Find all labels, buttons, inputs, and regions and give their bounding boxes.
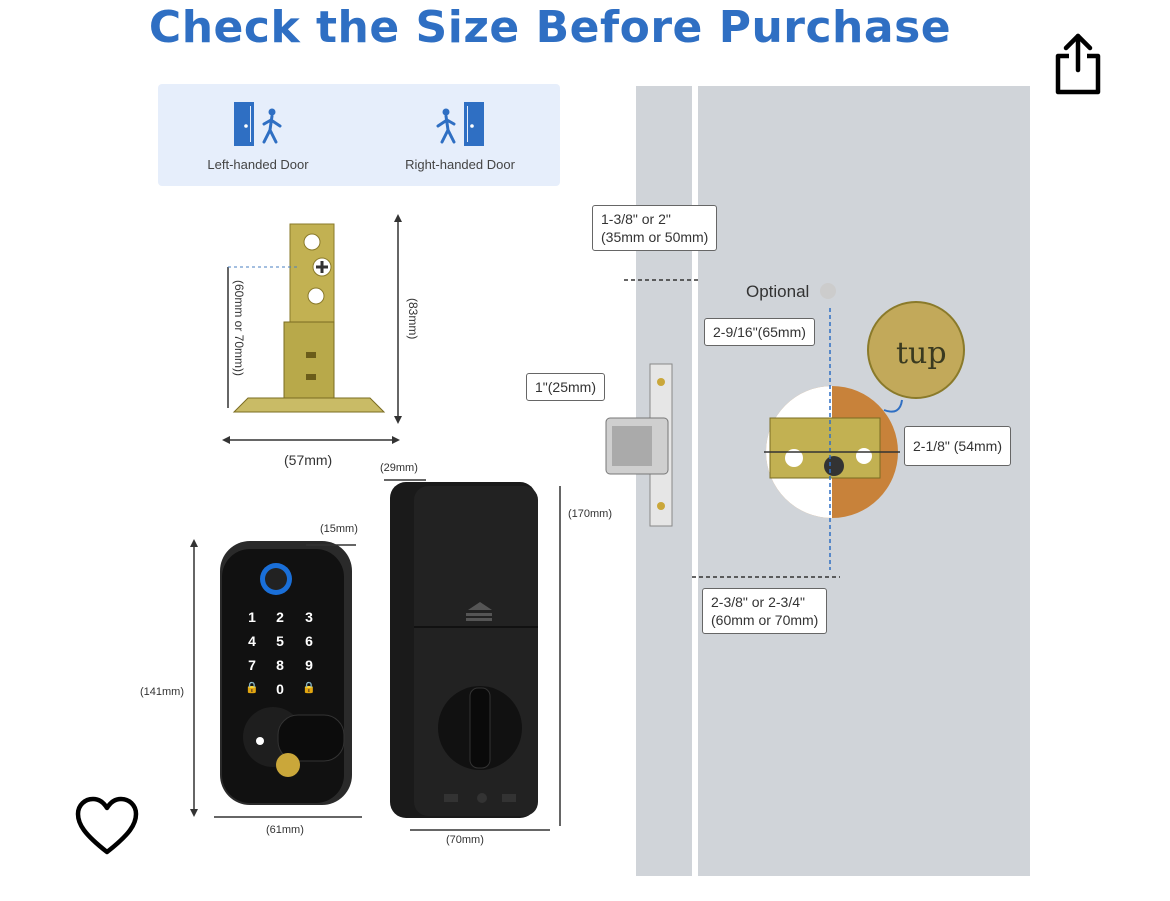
heart-icon (75, 796, 139, 855)
right-handed-door: Right-handed Door (390, 100, 530, 172)
key-0: 0 (276, 681, 284, 697)
key-7: 7 (248, 657, 256, 673)
key-6: 6 (305, 633, 313, 649)
key-lock-left: 🔒 (245, 682, 259, 694)
key-4: 4 (248, 633, 256, 649)
keypad-height-label: (141mm) (140, 686, 185, 698)
interior-width-label: (70mm) (446, 834, 484, 846)
latch-width-label: (57mm) (284, 452, 333, 468)
interior-depth-label: (29mm) (380, 462, 418, 474)
left-door-icon (234, 102, 282, 146)
key-8: 8 (276, 657, 284, 673)
keypad-diagram (190, 539, 362, 818)
key-3: 3 (305, 609, 313, 625)
favorite-button[interactable] (74, 796, 140, 858)
keypad-width-label: (61mm) (266, 824, 304, 836)
hole-center-label: 2-9/16"(65mm) (704, 318, 815, 346)
door-install-diagram (605, 279, 965, 578)
key-lock-right: 🔒 (302, 682, 316, 694)
interior-unit-diagram (384, 479, 561, 831)
backset-label: 2-3/8" or 2-3/4" (60mm or 70mm) (702, 588, 828, 634)
key-9: 9 (305, 657, 313, 673)
page-title: Check the Size Before Purchase (148, 2, 952, 53)
latch-diagram (222, 214, 402, 444)
latch-backset-label: (60mm or 70mm)) (232, 280, 246, 377)
right-door-label: Right-handed Door (405, 157, 515, 172)
keypad-depth-label: (15mm) (320, 523, 358, 535)
key-5: 5 (276, 633, 284, 649)
share-button[interactable] (1050, 30, 1106, 96)
key-2: 2 (276, 609, 284, 625)
right-door-icon (436, 102, 484, 146)
door-handedness-panel: Left-handed Door Right-handed Door (158, 84, 560, 186)
optional-label: Optional (746, 282, 810, 301)
latch-depth-label: 1"(25mm) (526, 373, 605, 401)
share-icon (1055, 33, 1101, 95)
key-1: 1 (248, 609, 256, 625)
left-handed-door: Left-handed Door (188, 100, 328, 172)
door-thickness-label: 1-3/8" or 2" (35mm or 50mm) (592, 205, 718, 251)
up-label: tup (896, 336, 947, 371)
interior-height-label: (170mm) (568, 508, 613, 520)
bore-diameter-label: 2-1/8" (54mm) (904, 426, 1011, 466)
left-door-label: Left-handed Door (207, 157, 309, 172)
latch-height-label: (83mm) (406, 298, 420, 340)
